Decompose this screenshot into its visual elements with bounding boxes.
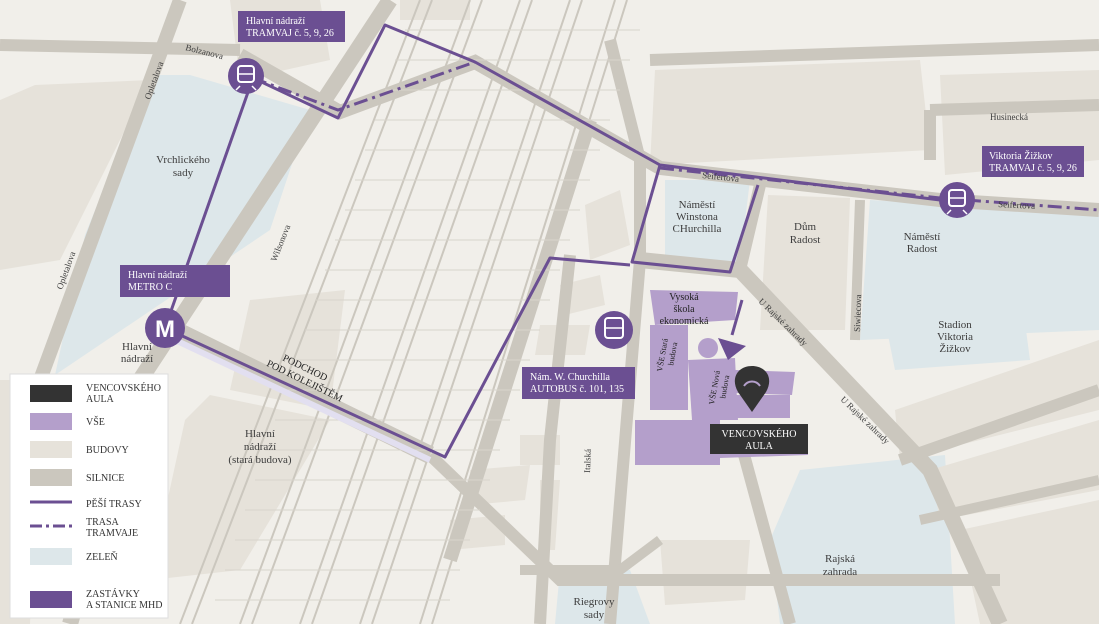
bus-stop-icon[interactable] <box>595 311 633 349</box>
legend-item: PĚŠÍ TRASY <box>30 498 142 510</box>
street-husinecka: Husinecká <box>990 112 1028 122</box>
route-arrow-icon <box>718 299 746 360</box>
legend-swatch <box>30 413 72 430</box>
legend-swatch <box>30 441 72 458</box>
stop-metro-line1: Hlavní nádraží <box>128 270 187 281</box>
stop-label-hlavni-tram: Hlavní nádraží TRAMVAJ č. 5, 9, 26 <box>238 11 345 42</box>
legend-item: BUDOVY <box>30 441 129 458</box>
svg-text:VŠE Novábudova: VŠE Novábudova <box>707 369 732 407</box>
railway-tracks <box>179 0 628 624</box>
legend-item: SILNICE <box>30 469 124 486</box>
stop-autobus-line2: AUTOBUS č. 101, 135 <box>530 384 624 395</box>
stop-metro-line2: METRO C <box>128 282 173 293</box>
stadion-green <box>880 285 1030 370</box>
vse-nova-budova <box>688 358 738 420</box>
vse-stara-budova <box>650 325 688 410</box>
tram-stop-hlavni-icon[interactable] <box>228 58 264 94</box>
tram-stop-viktoria-icon[interactable] <box>939 182 975 218</box>
metro-station-icon[interactable]: M <box>145 308 185 348</box>
aula-label-line2: AULA <box>745 441 774 452</box>
stop-hlavni-tram-line1: Hlavní nádraží <box>246 16 305 27</box>
stop-viktoria-line1: Viktoria Žižkov <box>989 150 1053 162</box>
namesti-wc-green <box>665 180 750 262</box>
stop-label-viktoria: Viktoria Žižkov TRAMVAJ č. 5, 9, 26 <box>982 146 1084 177</box>
legend-swatch <box>30 591 72 608</box>
legend-label: PĚŠÍ TRASY <box>86 498 142 510</box>
vrchlickeho-sady-park <box>55 75 310 375</box>
legend-item: VŠE <box>30 413 105 430</box>
railway-sleepers <box>215 29 640 601</box>
tram-route <box>252 60 1099 212</box>
legend-label: SILNICE <box>86 473 124 484</box>
stop-hlavni-tram-line2: TRAMVAJ č. 5, 9, 26 <box>246 28 334 39</box>
legend-item: ZELEŇ <box>30 548 118 565</box>
pedestrian-underpass <box>173 337 432 463</box>
stop-viktoria-line2: TRAMVAJ č. 5, 9, 26 <box>989 163 1077 174</box>
street-italska: Italská <box>582 449 593 473</box>
svg-text:VŠE Starábudova: VŠE Starábudova <box>655 337 680 374</box>
legend-swatch <box>30 385 72 402</box>
legend-label: BUDOVY <box>86 445 129 456</box>
aula-location-pin-icon[interactable] <box>734 366 770 412</box>
street-seifertova-1: Seifertova <box>702 170 740 184</box>
metro-letter: M <box>155 316 175 343</box>
street-siwiecova: Siwiecova <box>852 294 863 332</box>
aula-label-line1: VENCOVSKÉHO <box>722 428 797 440</box>
legend-label: VŠE <box>86 416 105 428</box>
stop-label-metro: Hlavní nádraží METRO C <box>120 265 230 297</box>
legend-panel <box>9 373 169 619</box>
vse-main-building <box>650 290 738 325</box>
legend-swatch <box>30 548 72 565</box>
street-seifertova-2: Seifertova <box>998 199 1035 211</box>
legend-swatch <box>30 469 72 486</box>
stop-label-autobus: Nám. W. Churchilla AUTOBUS č. 101, 135 <box>522 367 635 399</box>
stop-autobus-line1: Nám. W. Churchilla <box>530 372 611 383</box>
aula-label-box[interactable]: VENCOVSKÉHO AULA <box>710 424 808 454</box>
legend-label: ZELEŇ <box>86 551 118 563</box>
